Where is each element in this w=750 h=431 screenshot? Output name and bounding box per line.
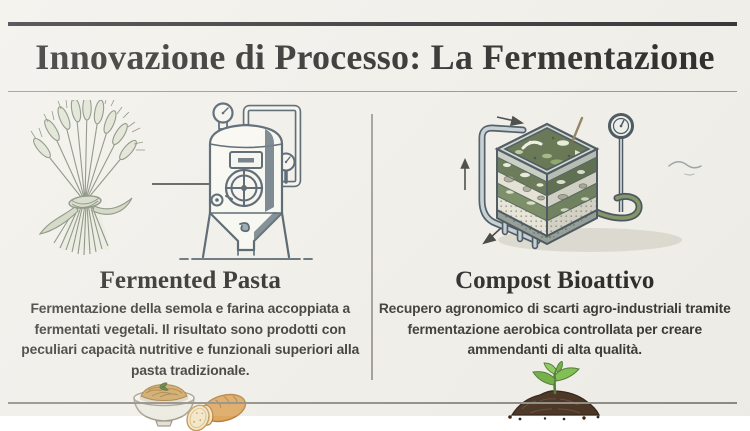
page-title: Innovazione di Processo: La Fermentazion…	[35, 37, 715, 77]
title-underline-rule	[8, 91, 737, 93]
airflow-arrow-icons	[460, 115, 524, 245]
vapor-wisp	[668, 161, 702, 169]
right-column-description: Recupero agronomico di scarti agro-indus…	[378, 301, 731, 357]
top-rule	[8, 22, 737, 26]
pasta-bowl-bread-icon	[126, 381, 254, 431]
column-compost-bioattivo: Compost Bioattivo Recupero agronomico di…	[373, 100, 738, 420]
wheat-sheaf-icon	[30, 100, 146, 256]
seedling-soil-icon	[500, 360, 610, 421]
compost-bin-illustration	[385, 100, 725, 265]
manway-porthole-icon	[225, 168, 264, 208]
compost-layers-right	[546, 149, 597, 236]
aerated-compost-bin-drawing	[460, 113, 702, 252]
right-column-heading: Compost Bioattivo	[455, 267, 655, 294]
column-divider	[371, 114, 373, 380]
compost-layers-left	[496, 149, 547, 236]
fermentation-tank-icon	[179, 102, 314, 260]
left-column-description: Fermentazione della semola e farina acco…	[21, 301, 360, 378]
top-pressure-gauge-icon	[212, 102, 234, 130]
wheat-to-tank-illustration	[20, 100, 360, 265]
compost-stick	[571, 116, 583, 142]
bottom-rule	[8, 402, 737, 404]
content-columns: Fermented Pasta Fermentazione della semo…	[8, 100, 738, 431]
column-fermented-pasta: Fermented Pasta Fermentazione della semo…	[8, 100, 373, 431]
wheat-sheaf-arrow-fermentation-tank-drawing	[30, 100, 314, 260]
left-column-heading: Fermented Pasta	[99, 267, 281, 294]
